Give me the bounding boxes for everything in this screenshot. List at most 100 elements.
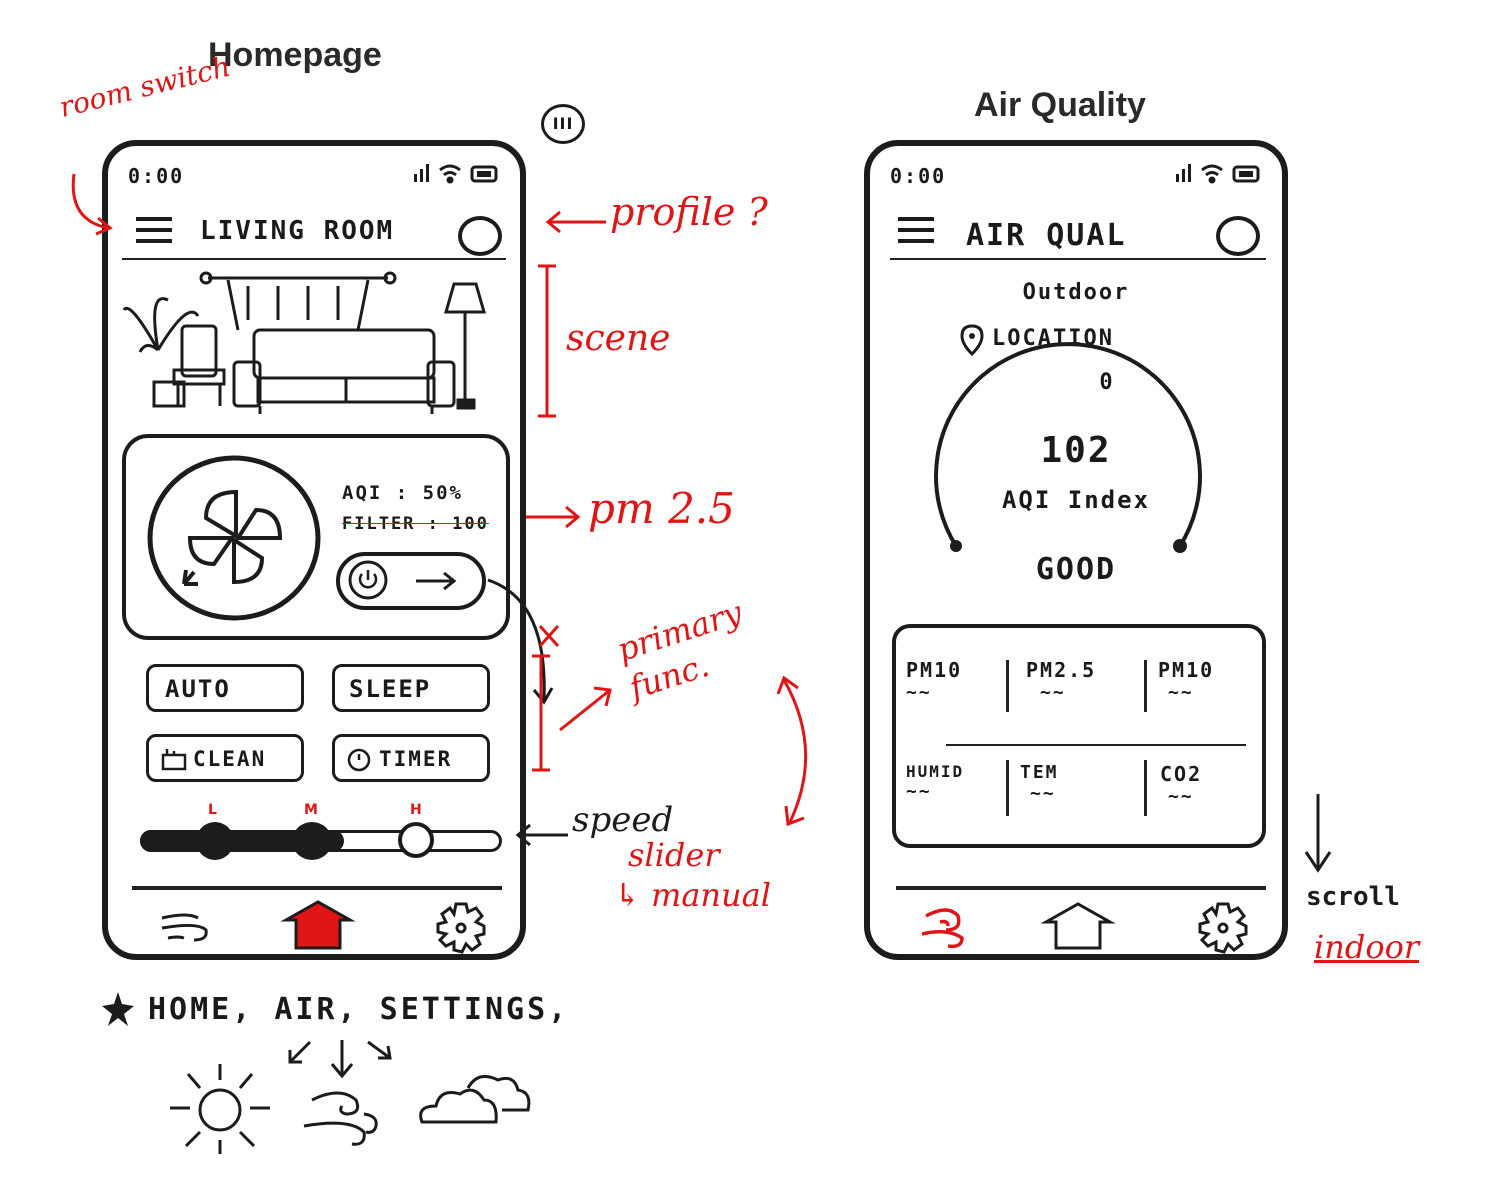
status-time: 0:00 [128,164,185,188]
gauge-zero-label: 0 [1099,370,1115,395]
status-icons [414,164,498,184]
side-table-icon [152,380,186,408]
metrics-divider [1006,660,1009,712]
metric-value: ~~ [1168,786,1194,807]
metric-value: ~~ [1030,783,1056,804]
annotation-profile: profile ? [610,190,768,234]
metric-value: ~~ [906,682,932,703]
air-profile-avatar[interactable] [1216,216,1260,256]
auto-mode-label: AUTO [165,675,231,703]
plant-icon [122,297,200,353]
metric-item: CO2 ~~ [1160,762,1256,807]
sun-icon [170,1064,270,1154]
nav-note: HOME, AIR, SETTINGS, [148,992,570,1027]
chair-icon [172,324,226,406]
annotation-profile-arrow [545,210,606,234]
filter-readout: FILTER : 100 [342,514,489,534]
metric-item: PM10 ~~ [906,658,1002,703]
aqi-status: GOOD [1035,552,1117,587]
clean-mode-label: CLEAN [193,747,267,771]
page-marker: III [541,104,585,144]
battery-icon [1232,165,1260,183]
aqi-readout: AQI : 50% [342,482,463,504]
arrow-right-icon [416,571,457,591]
star-bullet-icon [102,992,134,1026]
metrics-card: PM10 ~~ PM2.5 ~~ PM10 ~~ HUMID ~~ TEM ~~… [892,624,1266,848]
metric-label: CO2 [1160,762,1203,786]
aqi-index-label: AQI Index [1001,486,1151,514]
annotation-pm25-arrow [526,505,581,529]
clean-mode-button[interactable]: CLEAN [146,734,304,782]
gauge-arc [934,342,1202,548]
living-room-scene [122,271,486,414]
air-hamburger-menu-icon[interactable] [896,214,936,248]
cloud-icon [419,1074,531,1124]
nav-note-arrows [288,1040,392,1079]
annotation-cycle-arrow [776,675,808,827]
annotation-scene-bracket [538,264,556,418]
metric-label: PM10 [1158,658,1215,682]
annotation-swap-arrow [487,578,560,705]
timer-mode-label: TIMER [379,747,453,771]
metric-value: ~~ [1040,682,1066,703]
wifi-icon [1201,164,1223,184]
signal-icon [1176,164,1191,182]
page-marker-label: III [552,114,574,133]
nav-gear-icon[interactable] [426,900,496,954]
annotation-room-switch: room switch [56,49,234,125]
air-nav-gear-icon[interactable] [1188,900,1258,954]
nav-air-icon[interactable] [158,908,218,948]
power-toggle[interactable] [336,552,486,610]
metric-value: ~~ [1168,682,1194,703]
fan-icon[interactable] [146,452,326,622]
annotation-primary-arrow [559,686,612,732]
power-icon [348,560,388,600]
metrics-divider [1144,760,1147,816]
annotation-pm25: pm 2.5 [588,484,735,533]
speed-high-knob[interactable] [398,822,434,858]
air-status-time: 0:00 [890,164,947,188]
profile-avatar[interactable] [458,216,502,256]
speed-mark-low: L [208,802,217,818]
gauge-end-dot [1173,539,1187,553]
air-nav-air-icon[interactable] [918,904,978,950]
air-nav-home-icon[interactable] [1040,900,1116,952]
metric-item: HUMID ~~ [906,762,1002,802]
metric-item: TEM ~~ [1020,762,1130,804]
annotation-manual: ↳ manual [614,876,771,914]
annotation-scroll: scroll [1306,882,1400,912]
purifier-card: AQI : 50% FILTER : 100 [122,434,510,640]
metric-label: TEM [1020,762,1059,783]
sofa-icon [232,328,456,414]
floor-lamp-icon [444,282,486,410]
speed-mark-high: H [410,802,422,818]
air-nav-divider [896,886,1266,890]
metric-value: ~~ [906,781,932,802]
gauge-start-dot [950,540,962,552]
sleep-mode-button[interactable]: SLEEP [332,664,490,712]
hamburger-menu-icon[interactable] [134,214,174,248]
metrics-divider [946,744,1246,746]
speed-medium-knob[interactable] [292,822,332,860]
metric-item: PM10 ~~ [1158,658,1254,703]
metric-label: HUMID [906,762,965,781]
annotation-room-switch-arrow [71,173,113,236]
annotation-speed-arrow [515,823,568,847]
annotation-scroll-arrow [1304,794,1332,873]
speed-low-knob[interactable] [196,822,234,860]
timer-icon [347,748,371,772]
homepage-title: Homepage [208,36,382,74]
timer-mode-button[interactable]: TIMER [332,734,490,782]
air-header-divider [890,258,1266,260]
air-title: AIR QUAL [966,218,1127,253]
homepage-phone: 0:00 LIVING ROOM [102,140,526,960]
auto-mode-button[interactable]: AUTO [146,664,304,712]
metrics-divider [1006,760,1009,816]
annotation-primary-func: primary func. [612,593,747,708]
aqi-value: 102 [1040,430,1112,471]
wind-icon [303,1091,378,1146]
room-title[interactable]: LIVING ROOM [200,216,395,246]
clean-icon [161,749,187,771]
nav-home-icon[interactable] [280,898,356,952]
wifi-icon [439,164,461,184]
